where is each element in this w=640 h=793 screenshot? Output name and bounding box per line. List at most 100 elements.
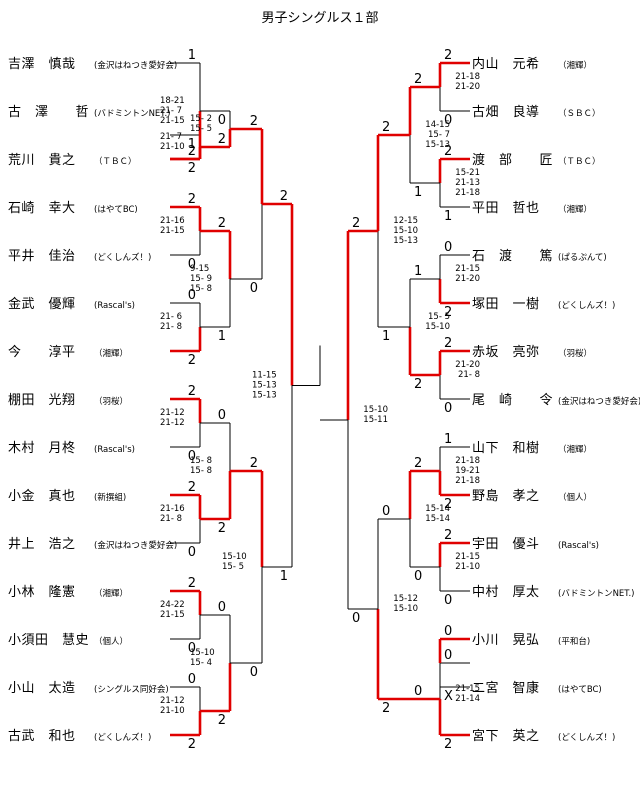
match-score: 1 [414,185,422,200]
set-score: 21- 7 [160,132,182,142]
match-score: 2 [188,576,196,591]
player-team: （羽桜） [558,348,592,359]
player-name: 平田 哲也 [472,201,540,216]
set-score: 21-20 [455,274,480,284]
match-score: 2 [250,114,258,129]
match-score: 2 [218,216,226,231]
match-score: 2 [414,72,422,87]
set-score: 21-13 [455,178,480,188]
match-score: 0 [444,113,452,128]
set-score: 15-21 [455,168,480,178]
set-score: 19-21 [455,466,480,476]
set-score: 15-10 [393,604,418,614]
player-team: (新撰組) [94,492,126,503]
set-score: 18-21 [160,96,185,106]
player-name: 古畑 良導 [472,104,540,120]
set-score: 15- 5 [428,312,450,322]
player-name: 今 淳平 [8,344,76,360]
set-score: 15-13 [393,236,418,246]
match-score: 1 [280,569,288,584]
match-score: 2 [444,528,452,543]
player-team: (ぱるぷんて) [558,253,607,263]
match-score: 2 [444,305,452,320]
match-score: 2 [444,737,452,752]
set-score: 15- 2 [190,114,212,124]
player-team: （個人） [94,636,128,647]
player-team: (金沢はねつき愛好会) [94,60,177,71]
set-score: 15-11 [363,415,388,425]
player-name: 井上 浩之 [8,537,76,552]
match-score: 2 [218,713,226,728]
set-score: 9-15 [190,264,209,274]
player-team: (平和台) [558,636,590,647]
set-score: 21-14 [455,694,480,704]
player-team: (Rascal's) [558,541,599,551]
match-score: 0 [444,593,452,608]
match-score: 2 [414,377,422,392]
player-name: 平井 佳治 [8,249,76,264]
player-name: 二宮 智康 [472,680,540,696]
player-team: （湘輝） [94,348,128,359]
set-score: 15-10 [425,322,450,332]
player-name: 小須田 慧史 [8,632,89,648]
set-score: 15- 8 [190,456,212,466]
match-score: 0 [188,257,196,272]
player-name: 宮下 英之 [472,728,540,744]
set-score: 15- 9 [190,274,212,284]
set-score: 24-22 [160,600,185,610]
set-score: 21-18 [455,476,480,486]
player-name: 吉澤 慎哉 [8,57,76,72]
player-team: (金沢はねつき愛好会) [558,396,640,407]
set-score: 15-13 [252,381,277,391]
player-name: 渡 部 匠 [472,152,553,168]
set-score: 21- 6 [160,312,182,322]
set-score: 21-16 [160,504,185,514]
match-score: 2 [382,701,390,716]
match-score: 0 [218,113,226,128]
player-team: (バドミントンNET.) [94,109,171,119]
player-team: （湘輝） [94,588,128,599]
set-score: 15- 7 [428,130,450,140]
set-score: 21-18 [455,456,480,466]
player-team: (どくしんズ！) [558,300,615,311]
set-score: 15-10 [363,405,388,415]
match-score: 0 [218,600,226,615]
player-name: 古武 和也 [8,729,76,744]
player-name: 金武 優輝 [8,296,76,312]
player-team: （湘輝） [558,60,592,71]
match-score: 2 [444,144,452,159]
player-team: （ＴＢＣ） [558,156,601,167]
set-score: 21-20 [455,360,480,370]
player-name: 小山 太造 [8,681,76,696]
player-name: 石 渡 篤 [472,248,553,264]
match-score: 2 [188,384,196,399]
set-score: 21- 8 [160,514,182,524]
set-score: 15-13 [425,140,450,150]
match-score: 0 [188,449,196,464]
player-team: （湘輝） [558,204,592,215]
set-score: 21-10 [160,142,185,152]
match-score: 0 [352,611,360,626]
set-score: 21-15 [160,610,185,620]
match-score: 2 [382,120,390,135]
match-score: 2 [188,737,196,752]
bracket-lines [170,61,470,737]
set-score: 21- 7 [160,106,182,116]
player-team: （個人） [558,492,592,503]
set-score: 21-15 [455,552,480,562]
set-score: 21-12 [160,408,185,418]
player-team: （ＳＢＣ） [558,108,601,119]
set-score: 15-14 [425,514,450,524]
page-title: 男子シングルス１部 [261,11,378,26]
match-score: 1 [444,432,452,447]
match-score: 0 [414,684,422,699]
set-score: 14-15 [425,120,450,130]
set-score: 15-13 [252,391,277,401]
match-score: 0 [444,624,452,639]
match-score: 2 [280,189,288,204]
player-name: 山下 和樹 [472,441,540,456]
match-score: 0 [444,401,452,416]
player-team: (Rascal's) [94,301,135,311]
set-score: 21-15 [160,226,185,236]
